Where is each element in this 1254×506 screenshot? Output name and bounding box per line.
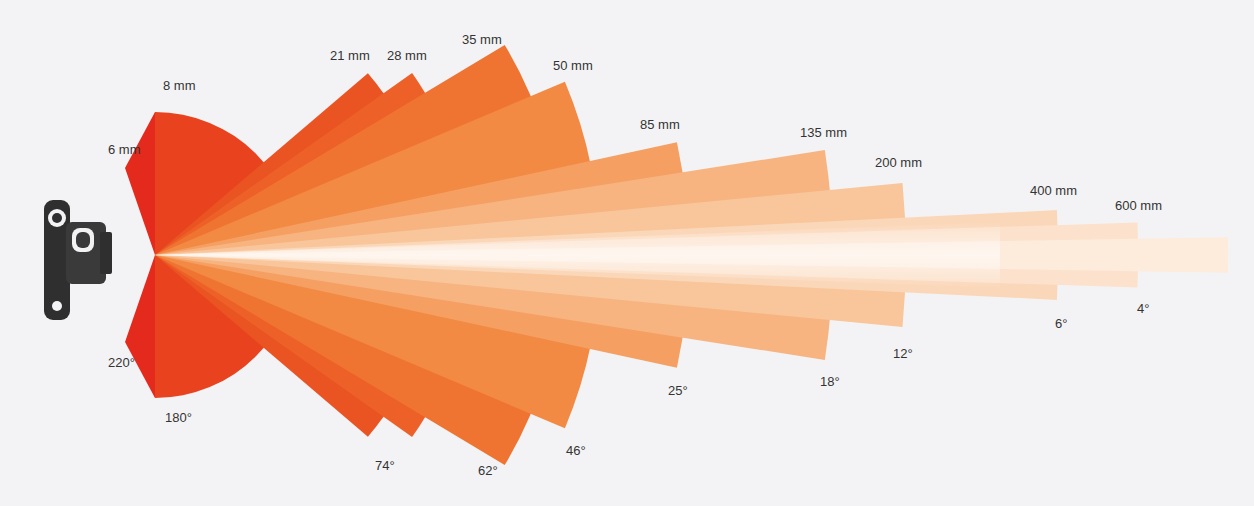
angle-label: 18° <box>820 374 840 390</box>
lens-wedge <box>155 210 1058 300</box>
focal-length-label: 8 mm <box>163 78 196 94</box>
lens-wedge <box>155 222 1138 287</box>
camera-icon <box>44 200 112 320</box>
axis-glow <box>155 222 1000 288</box>
angle-label: 220° <box>108 355 135 371</box>
focal-length-label: 400 mm <box>1030 183 1077 199</box>
focal-length-label: 28 mm <box>387 48 427 64</box>
angle-label: 6° <box>1055 316 1067 332</box>
angle-label: 46° <box>566 443 586 459</box>
angle-label: 4° <box>1137 301 1149 317</box>
focal-length-label: 21 mm <box>330 48 370 64</box>
focal-length-label: 600 mm <box>1115 198 1162 214</box>
focal-length-label: 135 mm <box>800 125 847 141</box>
focal-length-label: 85 mm <box>640 117 680 133</box>
focal-length-label: 50 mm <box>553 58 593 74</box>
focal-length-label: 200 mm <box>875 155 922 171</box>
fisheye-wing <box>125 112 155 255</box>
angle-label: 74° <box>375 458 395 474</box>
angle-label: 62° <box>478 463 498 479</box>
angle-label: 12° <box>893 346 913 362</box>
focal-length-label: 35 mm <box>462 32 502 48</box>
focal-length-label: 6 mm <box>108 142 141 158</box>
fisheye-wing <box>125 255 155 398</box>
angle-label: 25° <box>668 383 688 399</box>
angle-label: 180° <box>165 410 192 426</box>
